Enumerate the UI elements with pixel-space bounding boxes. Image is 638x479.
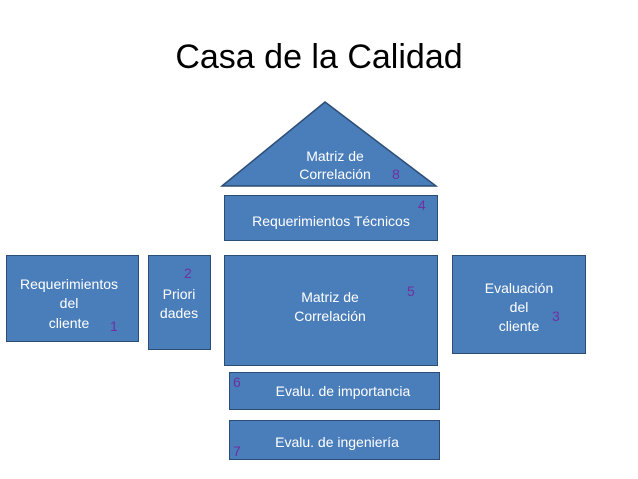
- customer-evaluation-block: Evaluación del cliente 3: [452, 255, 586, 354]
- customer-requirements-line2: del: [59, 295, 79, 311]
- roof-number: 8: [392, 166, 400, 182]
- importance-evaluation-number: 6: [233, 374, 241, 390]
- customer-evaluation-line2: del: [509, 299, 529, 315]
- central-matrix-line1: Matriz de: [301, 289, 359, 305]
- roof-label-line2: Correlación: [299, 166, 371, 182]
- priorities-number: 2: [184, 265, 192, 281]
- priorities-line1: Priori: [162, 286, 196, 302]
- priorities-line2: dades: [159, 305, 199, 321]
- diagram-title: Casa de la Calidad: [175, 38, 463, 76]
- technical-requirements-label: Requerimientos Técnicos: [252, 213, 410, 229]
- customer-requirements-block: Requerimientos del cliente 1: [6, 255, 139, 342]
- customer-evaluation-line3: cliente: [498, 318, 540, 334]
- central-matrix-block: Matriz de Correlación 5: [224, 255, 438, 366]
- engineering-evaluation-block: Evalu. de ingeniería 7: [229, 420, 440, 460]
- importance-evaluation-label: Evalu. de importancia: [275, 383, 411, 399]
- customer-requirements-line3: cliente: [48, 315, 90, 331]
- central-matrix-line2: Correlación: [294, 308, 366, 324]
- technical-requirements-block: Requerimientos Técnicos 4: [224, 195, 438, 241]
- roof-label-line1: Matriz de: [306, 148, 364, 164]
- customer-requirements-number: 1: [110, 318, 118, 334]
- importance-evaluation-block: Evalu. de importancia 6: [229, 372, 440, 410]
- central-matrix-number: 5: [407, 283, 415, 299]
- engineering-evaluation-number: 7: [233, 443, 241, 459]
- customer-evaluation-line1: Evaluación: [484, 280, 554, 296]
- customer-evaluation-number: 3: [552, 308, 560, 324]
- customer-requirements-line1: Requerimientos: [19, 276, 119, 292]
- engineering-evaluation-label: Evalu. de ingeniería: [275, 434, 399, 450]
- technical-requirements-number: 4: [418, 197, 426, 213]
- priorities-block: 2 Priori dades: [148, 255, 211, 350]
